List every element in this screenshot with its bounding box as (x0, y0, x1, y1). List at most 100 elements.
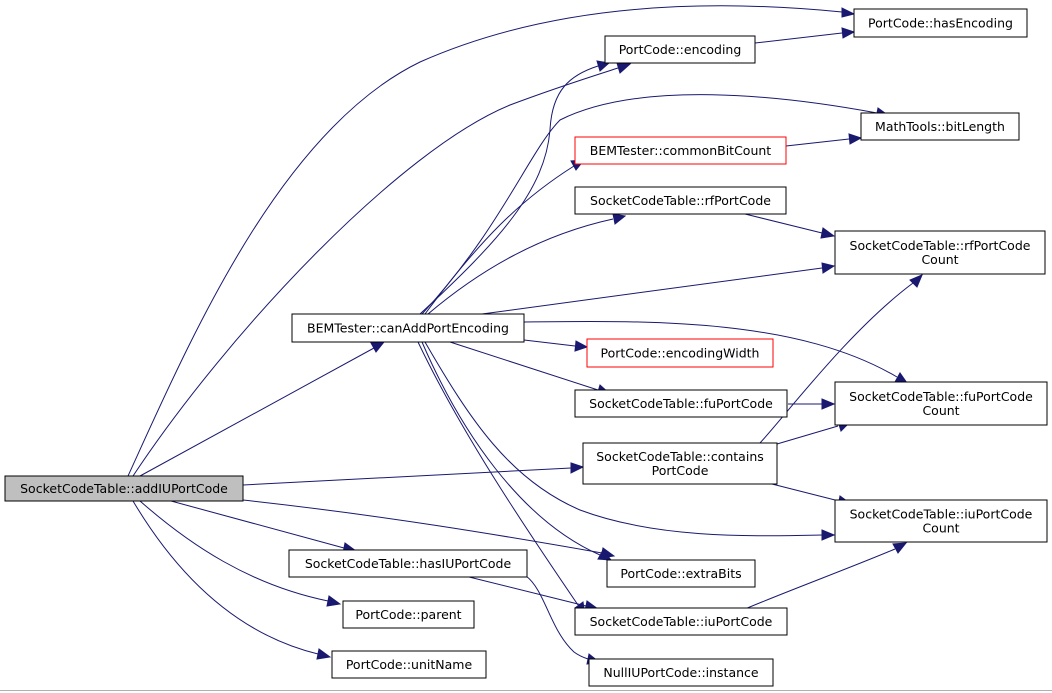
arrowhead (616, 62, 632, 74)
node-box (291, 313, 525, 343)
edge-add-iu-to-has-encoding (127, 5, 843, 477)
node-common-bit-count[interactable]: BEMTester::commonBitCount (574, 136, 787, 165)
arrowhead (821, 262, 836, 274)
node-has-encoding[interactable]: PortCode::hasEncoding (853, 8, 1028, 38)
node-label: Count (921, 252, 958, 267)
edge-can-add-to-encoding-width (523, 339, 576, 347)
node-box (604, 35, 756, 64)
edge-can-add-to-encoding (419, 65, 599, 315)
node-add-iu[interactable]: SocketCodeTable::addIUPortCode (4, 475, 244, 502)
node-label: SocketCodeTable::contains (596, 449, 764, 464)
arrowhead (909, 274, 923, 288)
node-encoding-width[interactable]: PortCode::encodingWidth (586, 338, 774, 368)
edge-can-add-to-extra-bits (421, 341, 601, 556)
edge-can-add-to-iu-count (424, 341, 823, 537)
node-box (582, 442, 778, 485)
node-box (574, 607, 788, 636)
node-label: SocketCodeTable::fuPortCode (849, 389, 1033, 404)
node-box (574, 186, 787, 215)
edge-can-add-to-fu-count (523, 320, 898, 378)
node-has-iu[interactable]: SocketCodeTable::hasIUPortCode (288, 549, 528, 578)
node-null-iu[interactable]: NullIUPortCode::instance (588, 658, 774, 687)
edge-encoding-to-has-encoding (754, 32, 843, 44)
node-parent[interactable]: PortCode::parent (342, 600, 475, 629)
node-box (4, 475, 244, 502)
arrowhead (597, 549, 613, 561)
node-fu-port-code[interactable]: SocketCodeTable::fuPortCode (574, 389, 788, 418)
node-label: BEMTester::commonBitCount (590, 143, 772, 158)
edge-contains-to-fu-count (776, 425, 839, 445)
node-box (288, 549, 528, 578)
node-label: PortCode::extraBits (620, 566, 741, 581)
edge-add-iu-to-parent (139, 500, 329, 602)
node-box (834, 381, 1048, 426)
node-label: SocketCodeTable::rfPortCode (850, 238, 1031, 253)
node-label: NullIUPortCode::instance (603, 665, 759, 680)
node-box (574, 136, 787, 165)
edge-has-iu-to-null-iu (525, 575, 589, 660)
node-label: SocketCodeTable::rfPortCode (590, 193, 771, 208)
arrowhead (570, 462, 585, 474)
edge-add-iu-to-can-add (139, 347, 375, 477)
node-box (606, 559, 756, 588)
node-box (588, 658, 774, 687)
node-label: Count (922, 521, 959, 536)
bottom-divider (0, 690, 1052, 691)
node-label: SocketCodeTable::iuPortCode (590, 614, 773, 629)
arrowhead (574, 340, 589, 352)
node-bit-length[interactable]: MathTools::bitLength (860, 112, 1020, 141)
edge-contains-to-rf-count (759, 282, 914, 444)
arrowhead (892, 542, 908, 554)
arrowhead (820, 227, 836, 239)
node-label: PortCode::parent (355, 607, 461, 622)
edge-can-add-to-fu-port-code (449, 341, 599, 391)
node-box (331, 650, 487, 679)
node-encoding[interactable]: PortCode::encoding (604, 35, 756, 64)
node-label: PortCode::hasEncoding (868, 16, 1013, 31)
node-box (860, 112, 1020, 141)
arrowhead (841, 7, 856, 18)
node-box (342, 600, 475, 629)
node-label: BEMTester::canAddPortEncoding (307, 321, 509, 336)
node-box (574, 389, 788, 418)
node-label: Count (922, 403, 959, 418)
arrowhead (316, 648, 332, 660)
node-label: PortCode::unitName (346, 657, 473, 672)
edge-add-iu-to-unit-name (132, 500, 319, 655)
arrowhead (612, 213, 627, 225)
node-unit-name[interactable]: PortCode::unitName (331, 650, 487, 679)
node-label: SocketCodeTable::iuPortCode (850, 507, 1033, 522)
node-label: PortCode::encodingWidth (601, 346, 760, 361)
node-box (834, 230, 1046, 275)
edge-common-bit-count-to-bit-length (785, 138, 850, 147)
arrowhead (841, 27, 856, 39)
edge-can-add-to-iu-port-code (417, 341, 579, 606)
node-label: MathTools::bitLength (875, 119, 1005, 134)
edge-can-add-to-bit-length (421, 94, 878, 315)
node-label: SocketCodeTable::hasIUPortCode (305, 556, 512, 571)
node-extra-bits[interactable]: PortCode::extraBits (606, 559, 756, 588)
edge-iu-port-code-to-iu-count (744, 548, 896, 610)
arrowhead (326, 595, 342, 607)
node-box (586, 338, 774, 368)
edge-rf-port-code-to-rf-count (744, 213, 823, 234)
node-label: PortCode (652, 463, 709, 478)
edge-can-add-to-rf-count (481, 267, 823, 315)
node-can-add[interactable]: BEMTester::canAddPortEncoding (291, 313, 525, 343)
node-rf-port-code[interactable]: SocketCodeTable::rfPortCode (574, 186, 787, 215)
node-label: SocketCodeTable::addIUPortCode (20, 481, 228, 496)
call-graph-nodes: SocketCodeTable::addIUPortCodePortCode::… (4, 8, 1048, 687)
node-label: SocketCodeTable::fuPortCode (589, 396, 773, 411)
call-graph-edges (127, 5, 923, 665)
arrowhead (370, 341, 386, 353)
edge-can-add-to-rf-port-code (427, 218, 614, 315)
edge-has-iu-to-iu-port-code (464, 575, 587, 607)
arrowhead (821, 529, 836, 541)
node-label: PortCode::encoding (619, 42, 742, 57)
node-iu-port-code[interactable]: SocketCodeTable::iuPortCode (574, 607, 788, 636)
